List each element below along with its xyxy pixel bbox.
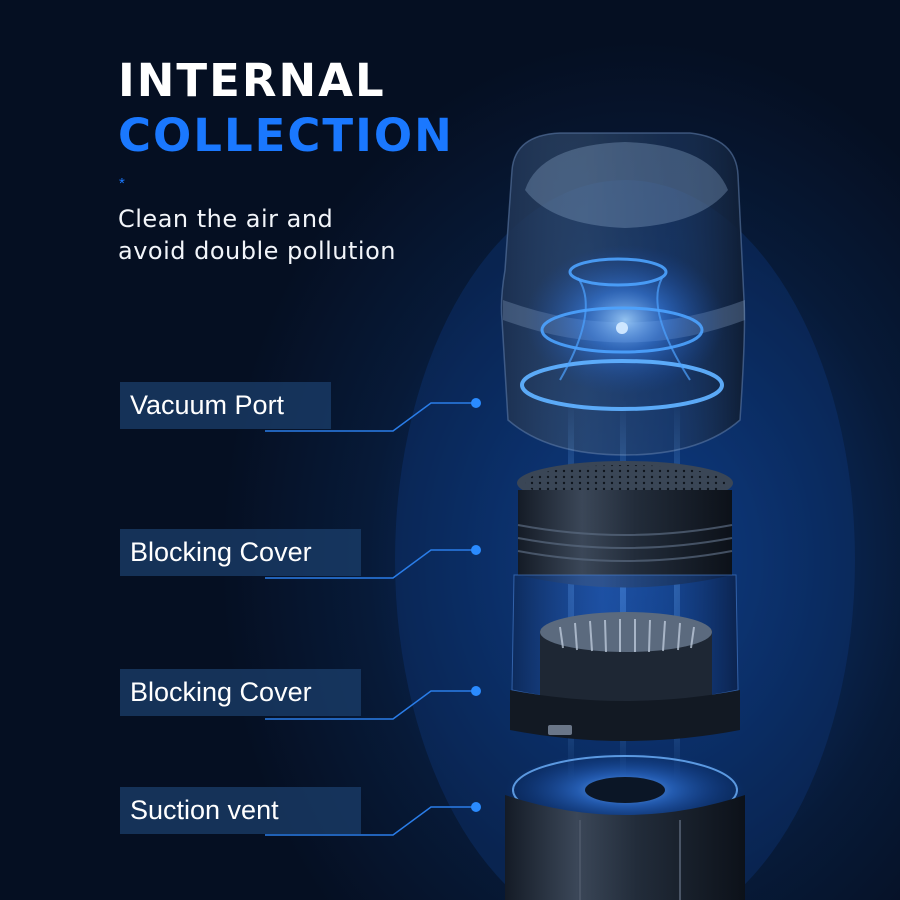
- callout-dot-vacuum-port: [471, 398, 481, 408]
- accent-star-icon: *: [119, 175, 125, 192]
- callout-label-blocking-cover-1: Blocking Cover: [120, 529, 361, 576]
- callout-line-blocking-cover-1: [265, 549, 476, 579]
- headline-line-2: COLLECTION: [118, 109, 454, 162]
- callout-dot-blocking-cover-1: [471, 545, 481, 555]
- tagline-line-2: avoid double pollution: [118, 237, 396, 265]
- callout-label-vacuum-port: Vacuum Port: [120, 382, 331, 429]
- callout-line-blocking-cover-2: [265, 690, 476, 720]
- callout-dot-blocking-cover-2: [471, 686, 481, 696]
- headline-line-1: INTERNAL: [118, 54, 386, 107]
- tagline-line-1: Clean the air and: [118, 205, 334, 233]
- callout-line-suction-vent: [265, 806, 476, 836]
- callout-label-suction-vent: Suction vent: [120, 787, 361, 834]
- callout-dot-suction-vent: [471, 802, 481, 812]
- callout-line-vacuum-port: [265, 402, 476, 432]
- callout-label-blocking-cover-2: Blocking Cover: [120, 669, 361, 716]
